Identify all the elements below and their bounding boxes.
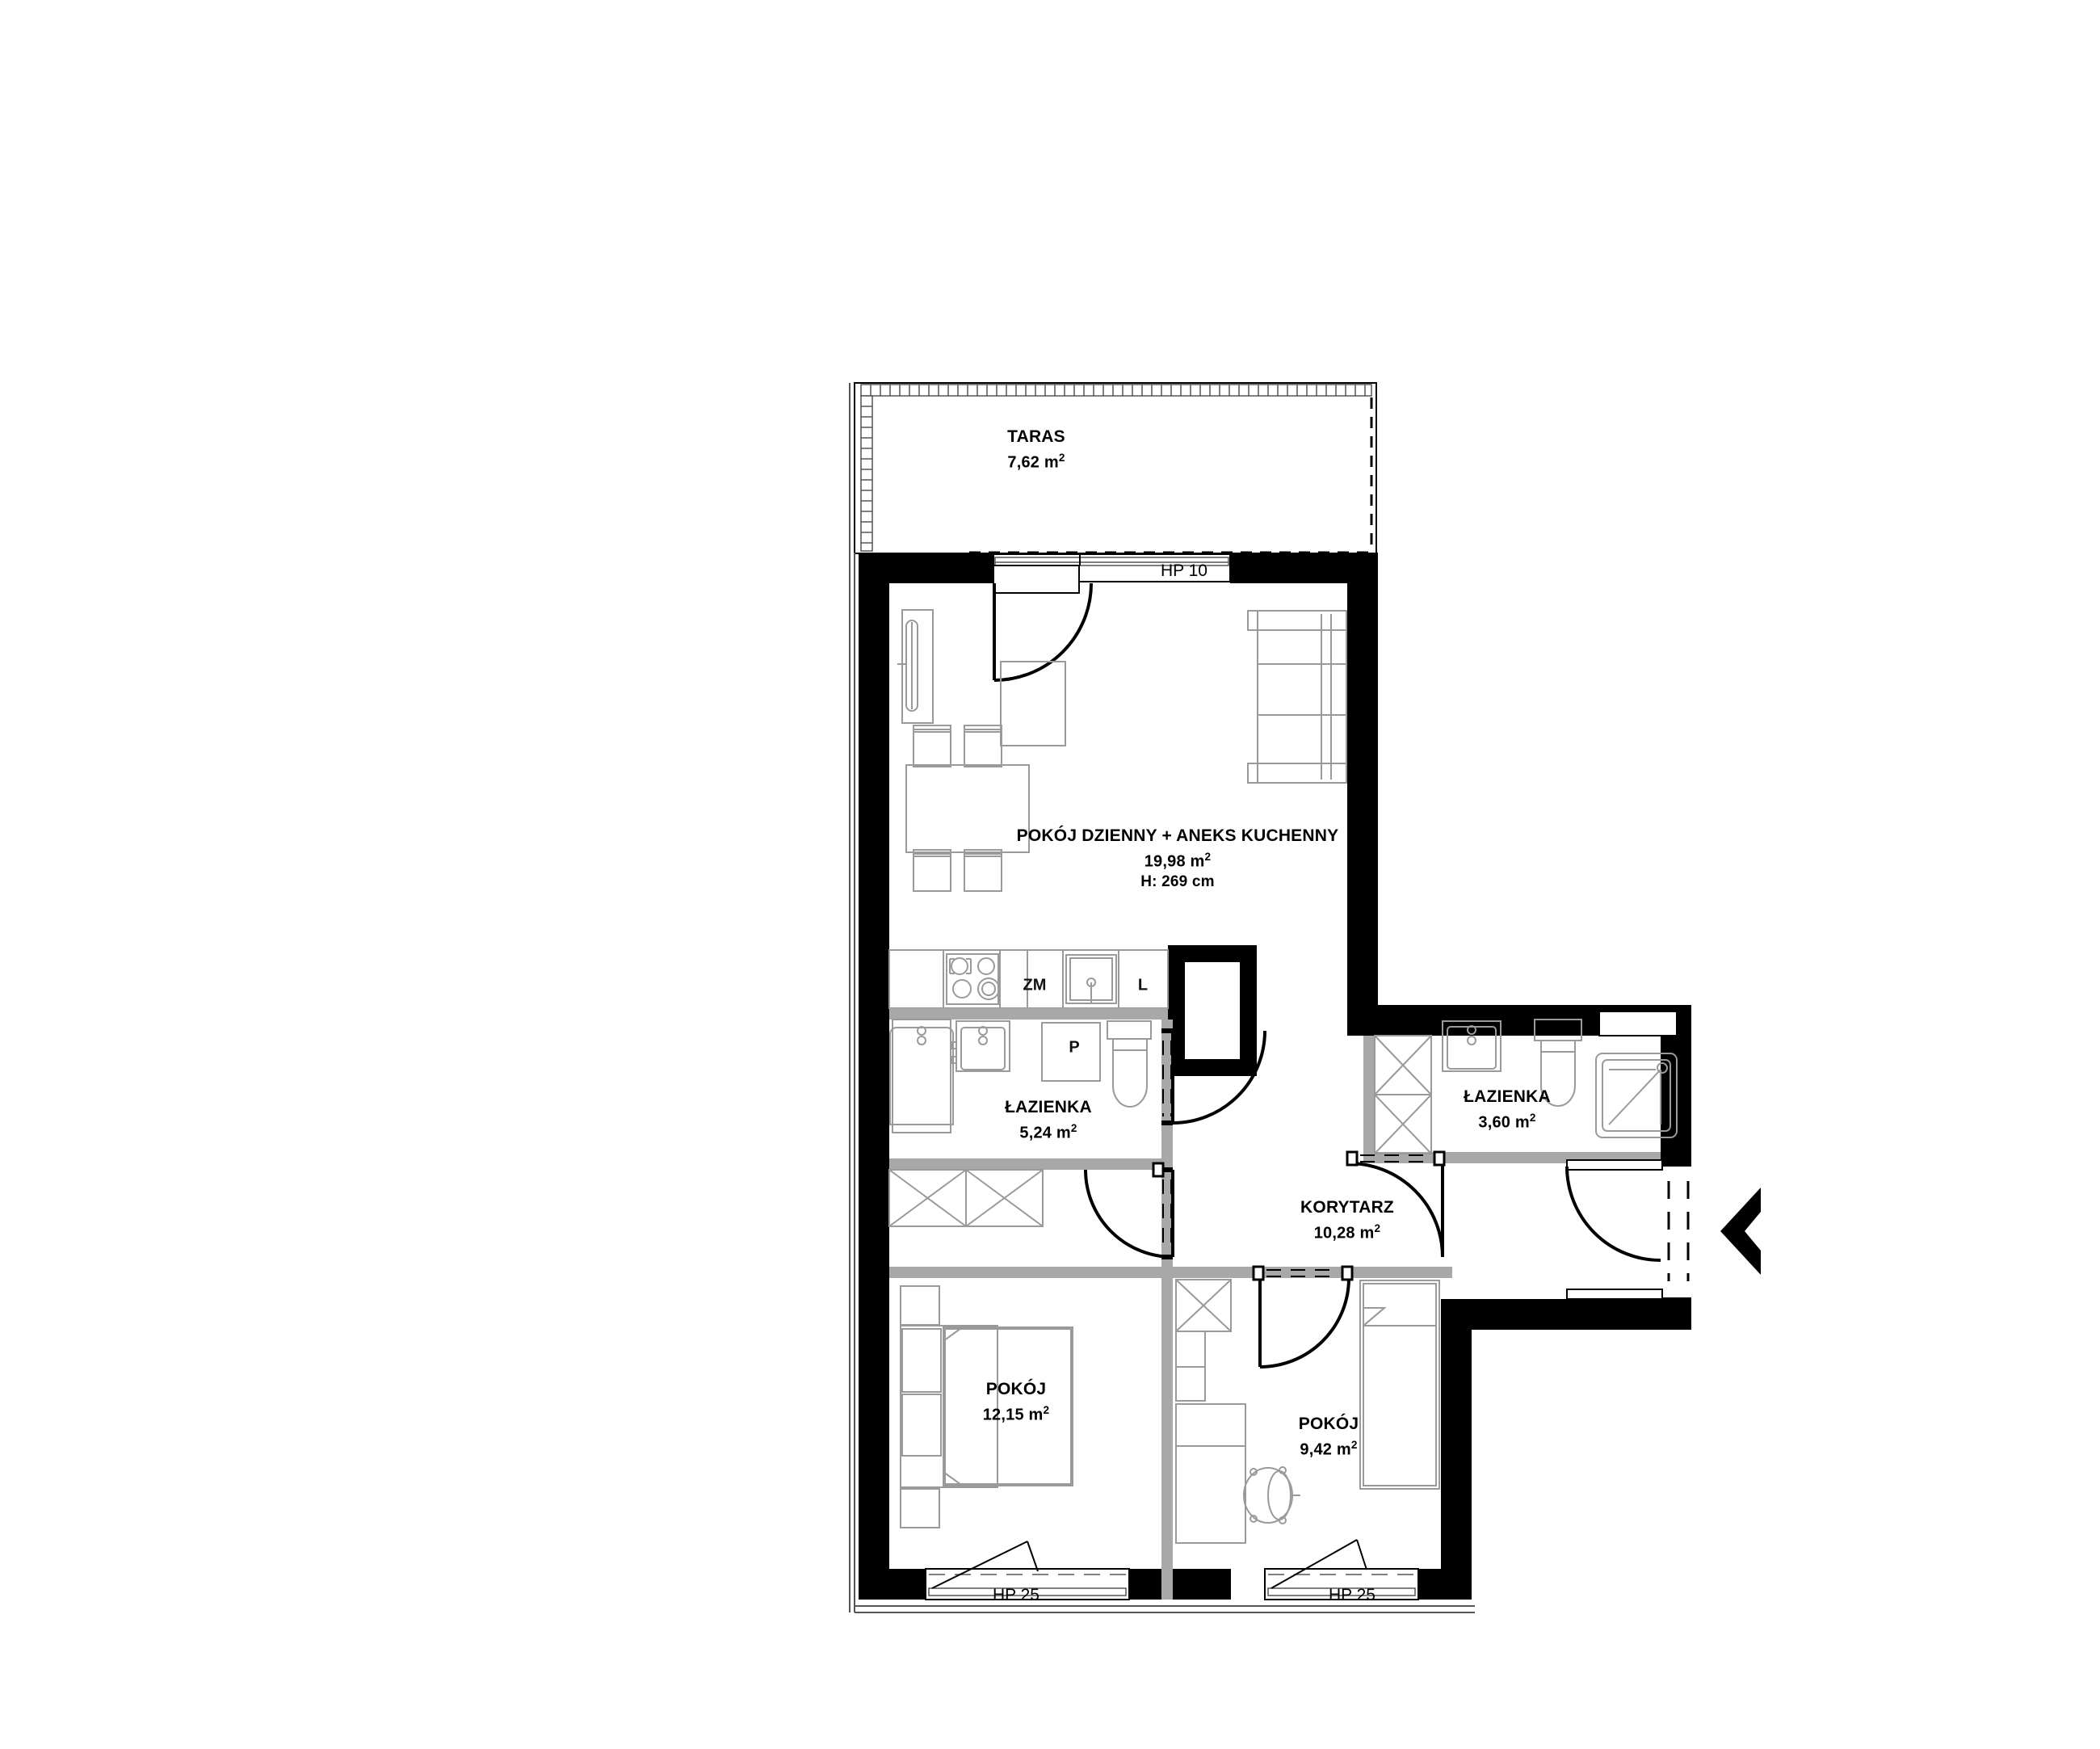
window-hp25-right (1264, 1539, 1419, 1600)
window-hp25-left (925, 1541, 1130, 1600)
vent-shaft (1183, 961, 1241, 1061)
living-room-furniture (897, 609, 1347, 892)
room-area: 3,60 m2 (1478, 1112, 1536, 1132)
appliance-tag-fridge: L (1137, 976, 1149, 994)
room-name: TARAS (1007, 427, 1065, 446)
room-area: 12,15 m2 (982, 1404, 1050, 1424)
partition-walls (889, 1008, 1661, 1600)
left-outer-line (849, 383, 855, 1612)
corridor-wardrobe (888, 1169, 1044, 1227)
door-bathroom2 (1346, 1150, 1446, 1258)
bathroom2-fixtures (1442, 1019, 1678, 1138)
window-label-hp25-left: HP 25 (993, 1586, 1040, 1604)
room-area: 9,42 m2 (1300, 1439, 1358, 1459)
door-bedroom2 (1252, 1265, 1354, 1369)
bathroom2-niche (1598, 1011, 1678, 1036)
room-height: H: 269 cm (1140, 872, 1215, 890)
appliance-tag-washer: P (1069, 1038, 1080, 1057)
room-label-taras: TARAS 7,62 m2 (1007, 427, 1065, 473)
terrace-area (854, 382, 1377, 554)
kitchen-countertop (889, 1008, 1168, 1020)
room-label-bedroom2: POKÓJ 9,42 m2 (1299, 1414, 1359, 1461)
window-label-hp10: HP 10 (1161, 561, 1208, 580)
room-name: POKÓJ (985, 1380, 1047, 1398)
room-name: POKÓJ (1298, 1415, 1359, 1433)
window-label-hp25-right: HP 25 (1329, 1586, 1376, 1604)
room-name: ŁAZIENKA (1464, 1087, 1551, 1106)
appliance-tag-dishwasher: ZM (1023, 976, 1047, 994)
room-name: KORYTARZ (1300, 1198, 1394, 1217)
room-name: ŁAZIENKA (1005, 1098, 1092, 1116)
bottom-sill-line (855, 1605, 1475, 1613)
bathroom2-wardrobe (1374, 1035, 1432, 1154)
room-label-bathroom2: ŁAZIENKA 3,60 m2 (1464, 1087, 1551, 1133)
bedroom1-furniture (900, 1285, 1073, 1528)
bedroom2-furniture (1175, 1279, 1440, 1544)
room-area: 5,24 m2 (1019, 1122, 1077, 1142)
window-hp10 (993, 553, 1231, 682)
door-living-room (1084, 1167, 1174, 1259)
entrance-door (1565, 1159, 1761, 1300)
room-label-corridor: KORYTARZ 10,28 m2 (1300, 1197, 1394, 1244)
room-label-living-room: POKÓJ DZIENNY + ANEKS KUCHENNY 19,98 m2 … (1017, 826, 1339, 892)
room-area: 19,98 m2 (1144, 851, 1212, 871)
entrance-direction-arrow (1720, 1188, 1761, 1275)
room-name: POKÓJ DZIENNY + ANEKS KUCHENNY (1016, 826, 1339, 845)
door-bathroom1 (1161, 1028, 1266, 1125)
structural-walls (859, 553, 1691, 1600)
room-label-bathroom1: ŁAZIENKA 5,24 m2 (1005, 1097, 1092, 1144)
room-label-bedroom1: POKÓJ 12,15 m2 (983, 1379, 1050, 1426)
room-area: 10,28 m2 (1313, 1222, 1381, 1242)
room-area: 7,62 m2 (1007, 452, 1065, 472)
bathroom1-fixtures (889, 1019, 1152, 1133)
door-bedroom1 (1152, 1162, 1165, 1178)
